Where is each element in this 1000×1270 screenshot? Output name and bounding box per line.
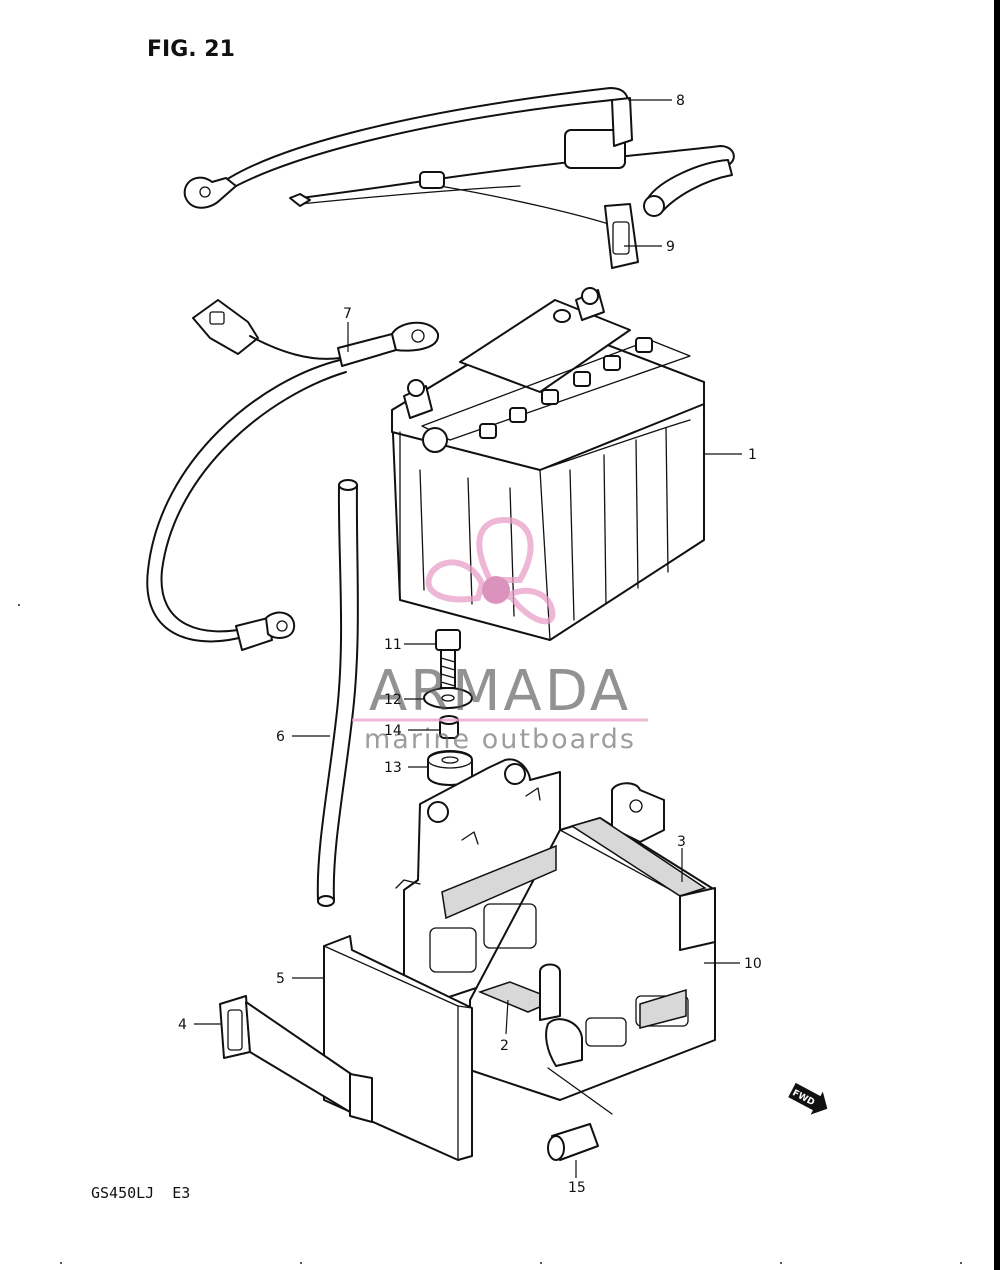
callout-15: 15 — [568, 1180, 586, 1196]
callout-11: 11 — [384, 637, 402, 653]
callout-8: 8 — [676, 93, 685, 109]
callout-labels: 1 2 3 4 5 6 7 8 9 10 11 12 14 13 15 — [178, 93, 762, 1196]
part-bolt — [435, 629, 461, 689]
figure-title: FIG. 21 — [147, 37, 235, 62]
callout-1: 1 — [748, 447, 757, 463]
propeller-logo-icon — [425, 516, 556, 625]
part-spacer — [439, 715, 459, 739]
callout-14: 14 — [384, 723, 402, 739]
part-breather-hose — [316, 479, 359, 907]
part-battery-band — [219, 995, 373, 1123]
callout-2: 2 — [500, 1038, 509, 1054]
part-negative-lead-wire — [146, 299, 439, 651]
model-code: GS450LJ E3 — [91, 1184, 190, 1202]
part-battery-holder — [395, 758, 716, 1101]
watermark-name: ARMADA — [369, 659, 631, 724]
callout-10: 10 — [744, 956, 762, 972]
callout-9: 9 — [666, 239, 675, 255]
scan-specks — [18, 604, 962, 1264]
callout-3: 3 — [677, 834, 686, 850]
callout-7: 7 — [343, 306, 352, 322]
page-border-right — [994, 0, 1000, 1270]
part-battery — [391, 287, 705, 641]
part-fuse-holder — [604, 203, 639, 269]
callout-13: 13 — [384, 760, 402, 776]
callout-4: 4 — [178, 1017, 187, 1033]
leader-lines — [194, 99, 742, 1178]
callout-6: 6 — [276, 729, 285, 745]
armada-watermark: ARMADA marine outboards — [352, 516, 648, 755]
part-washer — [423, 687, 473, 709]
callout-12: 12 — [384, 692, 402, 708]
callout-5: 5 — [276, 971, 285, 987]
part-cap — [547, 1067, 613, 1161]
watermark-tagline: marine outboards — [364, 724, 636, 755]
fwd-arrow-icon: FWD — [788, 1082, 828, 1115]
part-starter-lead-wire — [183, 87, 735, 226]
